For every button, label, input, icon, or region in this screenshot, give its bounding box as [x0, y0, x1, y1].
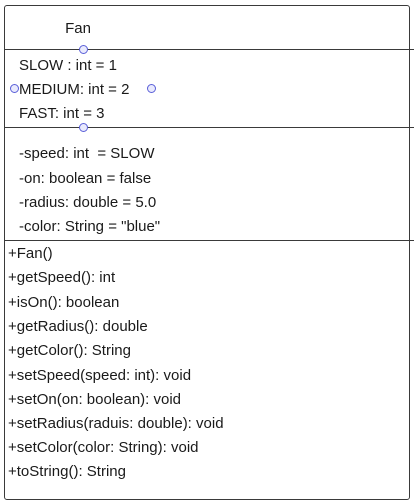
method-set-speed: +setSpeed(speed: int): void — [8, 367, 192, 384]
uml-class-box[interactable] — [4, 5, 410, 500]
resize-handle-left[interactable] — [10, 84, 19, 93]
method-set-radius: +setRadius(raduis: double): void — [8, 415, 224, 432]
constant-medium: MEDIUM: int = 2 — [19, 81, 130, 98]
class-name: Fan — [65, 20, 91, 37]
method-get-radius: +getRadius(): double — [8, 318, 148, 335]
constant-fast: FAST: int = 3 — [19, 105, 105, 122]
method-is-on: +isOn(): boolean — [8, 294, 120, 311]
method-get-speed: +getSpeed(): int — [8, 269, 116, 286]
field-radius: -radius: double = 5.0 — [19, 194, 157, 211]
constants-divider — [4, 127, 414, 128]
field-color: -color: String = "blue" — [19, 218, 161, 235]
fields-divider — [4, 240, 414, 241]
method-get-color: +getColor(): String — [8, 342, 131, 359]
resize-handle-bottom[interactable] — [79, 123, 88, 132]
field-speed: -speed: int = SLOW — [19, 145, 155, 162]
method-set-color: +setColor(color: String): void — [8, 439, 199, 456]
method-set-on: +setOn(on: boolean): void — [8, 391, 182, 408]
method-constructor: +Fan() — [8, 245, 53, 262]
field-on: -on: boolean = false — [19, 170, 152, 187]
resize-handle-right[interactable] — [147, 84, 156, 93]
name-divider — [4, 49, 414, 50]
resize-handle-top[interactable] — [79, 45, 88, 54]
method-to-string: +toString(): String — [8, 463, 126, 480]
constant-slow: SLOW : int = 1 — [19, 57, 117, 74]
